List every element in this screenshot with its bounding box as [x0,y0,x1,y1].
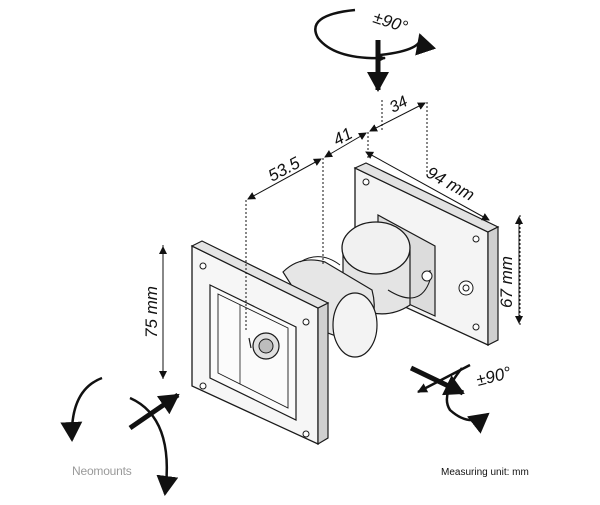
screw-hole [302,430,310,438]
dim-label-67: 67 mm [497,256,516,308]
tilt-arrow-icon [409,365,465,396]
tilt-arc-icon [60,376,103,442]
measuring-unit-note: Measuring unit: mm [441,467,529,478]
rotation-arc-icon [445,367,490,434]
dim-label-75: 75 mm [142,286,161,338]
rotation-arc-icon [314,8,386,64]
screw-hole [302,318,310,326]
tilt-arrow-icon [128,392,180,431]
dim-line-41 [324,132,367,158]
dim-line-94 [365,151,490,221]
rotation-label-side: ±90° [474,363,513,390]
screw-hole [472,235,480,243]
dim-label-34: 34 [387,93,411,116]
swivel-arm [282,256,378,358]
screw-hole [199,262,207,270]
dim-line-34 [369,102,426,132]
pivot-screw [421,270,433,282]
brand-logo: Neomounts [72,464,132,478]
left-tilt-indicator [60,376,180,496]
screw-hole [199,382,207,390]
arm-knuckle [332,292,378,358]
hinge-joint [341,213,436,317]
dim-line-53-5 [247,158,322,200]
dim-label-53-5: 53.5 [265,153,304,186]
screw-hole [362,178,370,186]
dimension-lines [159,100,523,380]
side-rotation-indicator: ±90° [409,363,513,434]
rotation-label-top: ±90° [371,8,410,37]
screw-hole [472,323,480,331]
pivot-cylinder-top [341,221,411,275]
vesa-plate [190,240,330,446]
dim-label-41: 41 [330,124,356,150]
top-rotation-indicator: ±90° [314,8,437,92]
